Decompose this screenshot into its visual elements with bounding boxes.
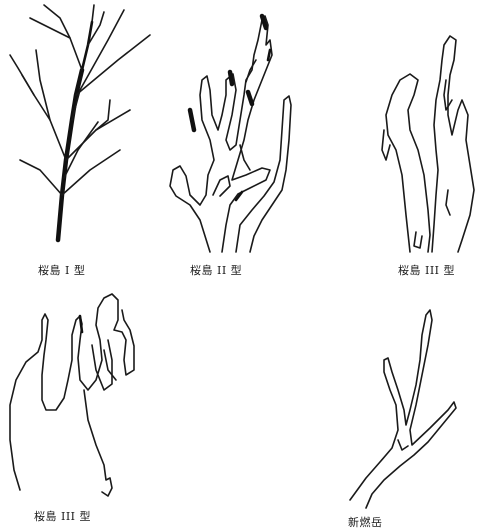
caption-sakurajima-type2: 桜島 II 型 bbox=[190, 262, 242, 278]
caption-shinmoedake: 新燃岳 bbox=[348, 514, 383, 530]
sakurajima-type1-drawing bbox=[10, 5, 150, 240]
caption-sakurajima-type1: 桜島 I 型 bbox=[38, 262, 85, 278]
caption-sakurajima-type3b: 桜島 III 型 bbox=[34, 508, 91, 524]
sakurajima-type2-drawing bbox=[170, 16, 291, 252]
caption-sakurajima-type3a: 桜島 III 型 bbox=[398, 262, 455, 278]
sakurajima-type3a-drawing bbox=[382, 36, 474, 252]
sakurajima-type3b-drawing bbox=[10, 294, 134, 496]
shinmoedake-drawing bbox=[350, 310, 456, 508]
